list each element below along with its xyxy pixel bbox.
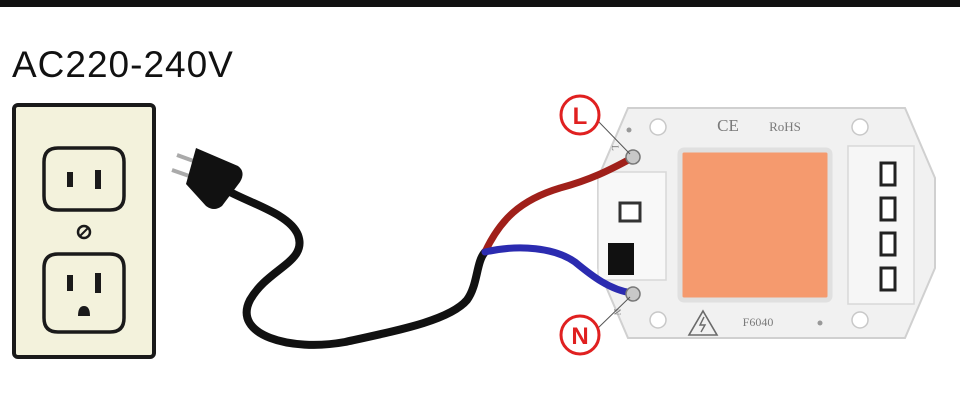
live-marker: L — [559, 94, 601, 136]
high-voltage-warning-icon — [687, 309, 719, 336]
live-wire — [481, 154, 636, 256]
power-plug-icon — [171, 148, 243, 209]
power-cable — [226, 188, 489, 349]
neutral-wire — [481, 244, 636, 297]
led-module: CE RoHS F6040 L N — [597, 107, 936, 339]
top-bar — [0, 0, 960, 7]
wall-outlet-icon — [12, 103, 156, 359]
neutral-marker: N — [559, 314, 601, 356]
model-label: F6040 — [743, 315, 774, 329]
neutral-marker-label: N — [571, 323, 588, 350]
pad-label-l: L — [610, 145, 620, 151]
live-marker-label: L — [573, 103, 588, 130]
pad-label-n: N — [612, 309, 622, 316]
rohs-label: RoHS — [769, 119, 801, 134]
ce-mark: CE — [717, 116, 739, 135]
voltage-label: AC220-240V — [12, 44, 234, 85]
